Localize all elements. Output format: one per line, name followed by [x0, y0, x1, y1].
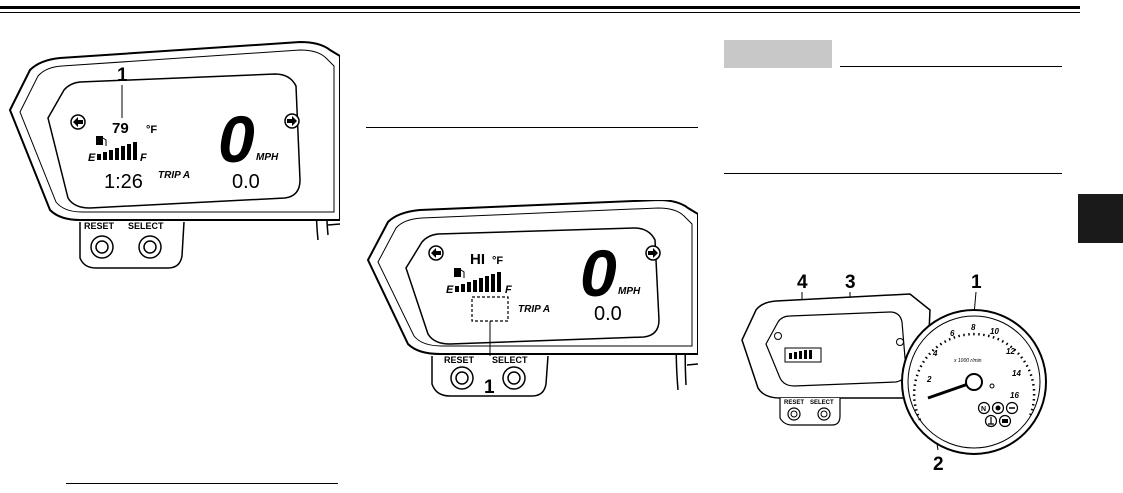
reset-label: RESET: [84, 221, 115, 231]
callout-1: 1: [971, 272, 982, 293]
fuel-bar-box: [784, 347, 822, 363]
fuel-empty-label: E: [446, 284, 454, 296]
fuel-empty-label: E: [88, 152, 96, 164]
callout-2: 2: [933, 454, 944, 475]
temperature-unit: °F: [492, 255, 503, 267]
turn-right-icon: [645, 245, 661, 261]
fuel-gauge-bars: [455, 272, 501, 292]
chapter-tab: [1078, 194, 1123, 243]
reset-button[interactable]: [450, 366, 474, 390]
tach-tick-10: 10: [990, 327, 999, 336]
select-label: SELECT: [810, 400, 834, 406]
turn-left-icon: [774, 332, 782, 340]
reset-button[interactable]: [90, 235, 114, 259]
temperature-unit: °F: [146, 124, 157, 136]
engine-indicator-icon: [998, 414, 1012, 428]
col1-footer-rule: [66, 483, 338, 484]
speed-unit: MPH: [618, 286, 641, 297]
figure-display-temperature: 1 79 °F E F 1:26 TRIP A 0 MPH 0.0 RESET …: [8, 40, 340, 269]
callout-4: 4: [797, 272, 808, 293]
header-rule-thick: [0, 6, 1080, 9]
tachometer: 2 4 6 8 10 12 14 16 x 1000 r/min N: [901, 309, 1047, 455]
neutral-indicator-icon: N: [977, 401, 991, 415]
figure-display-hi-temperature: HI °F E F TRIP A 0 MPH 0.0 RESET SELECT …: [366, 200, 698, 398]
lcd-screen: [47, 73, 301, 209]
tach-scale-label: x 1000 r/min: [953, 358, 982, 364]
select-label: SELECT: [492, 355, 528, 365]
high-beam-indicator-icon: [991, 401, 1005, 415]
col2-section-rule: [366, 127, 698, 128]
temperature-value: 79: [112, 120, 129, 137]
trip-label: TRIP A: [518, 304, 550, 315]
clock-display: 1:26: [104, 171, 143, 193]
tach-tick-12: 12: [1006, 347, 1015, 356]
turn-right-icon: [896, 338, 904, 346]
odometer-display: 0.0: [594, 303, 622, 325]
select-button[interactable]: [817, 407, 831, 421]
callout-1: 1: [484, 377, 495, 398]
lcd-screen: [405, 227, 660, 345]
tach-tick-8: 8: [971, 323, 976, 332]
reset-label: RESET: [784, 400, 804, 406]
coolant-indicator-icon: [984, 414, 998, 428]
fuel-pump-icon: [96, 136, 107, 146]
select-button[interactable]: [138, 235, 162, 259]
temperature-value: HI: [470, 251, 485, 268]
tach-tick-2: 2: [926, 375, 932, 384]
select-label: SELECT: [128, 221, 164, 231]
header-rule-thin: [0, 12, 1080, 13]
lcd-screen: [765, 311, 907, 387]
turn-right-icon: [284, 113, 300, 129]
fuel-full-label: F: [140, 152, 147, 164]
tach-tick-4: 4: [932, 349, 938, 358]
tach-tick-6: 6: [950, 329, 955, 338]
note-rule-top: [840, 66, 1062, 67]
turn-left-icon: [70, 114, 86, 130]
fuel-full-label: F: [505, 284, 512, 296]
odometer-display: 0.0: [232, 171, 260, 193]
note-rule-bottom: [724, 173, 1062, 174]
callout-3: 3: [845, 272, 856, 293]
speed-unit: MPH: [256, 152, 279, 163]
tach-tick-16: 16: [1010, 391, 1019, 400]
fuel-pump-icon: [454, 268, 465, 278]
reset-button[interactable]: [787, 407, 801, 421]
speed-digit: 0: [218, 102, 255, 176]
turn-left-icon: [428, 245, 444, 261]
fuel-gauge-bars: [97, 142, 137, 160]
trip-label: TRIP A: [158, 170, 190, 181]
tach-hub: [965, 373, 983, 391]
figure-instrument-cluster: 4 3 1 2 RESET SELECT 2 4 6 8 10 12 14: [741, 272, 1047, 475]
reset-label: RESET: [444, 355, 475, 365]
tach-tick-14: 14: [1012, 369, 1021, 378]
select-button[interactable]: [502, 366, 526, 390]
callout-1: 1: [117, 65, 128, 86]
speed-digit: 0: [580, 236, 617, 310]
svg-text:N: N: [981, 406, 986, 413]
note-label-box: [724, 40, 832, 68]
indicator-dot: [989, 383, 995, 389]
oil-indicator-icon: [1005, 401, 1019, 415]
